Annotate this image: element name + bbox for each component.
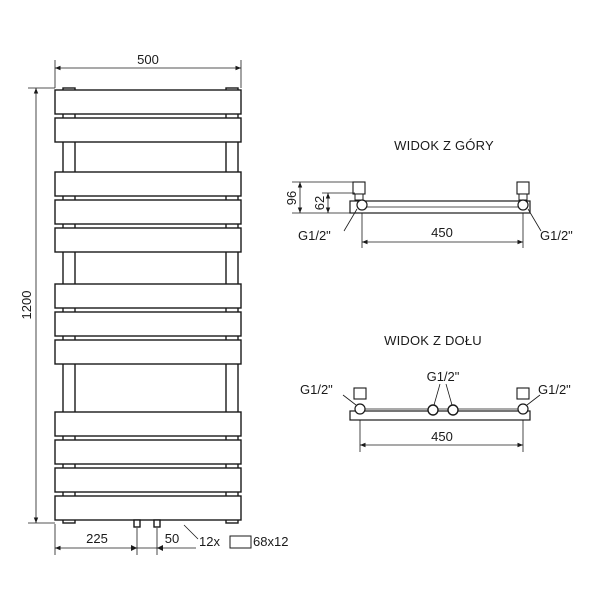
bottom-connector-right: [153, 519, 161, 528]
flat-bar: [54, 199, 242, 225]
flat-bar: [54, 171, 242, 197]
bottom-dimensions: 225 50: [54, 524, 196, 555]
front-view: 500 1200 225 50 12x 68x12: [19, 52, 288, 555]
bottom-connector-right-label: G1/2": [538, 382, 571, 397]
top-view-title: WIDOK Z GÓRY: [394, 138, 494, 153]
depth-dimensions: 96 62: [284, 181, 365, 214]
top-view: WIDOK Z GÓRY 96 62: [284, 138, 573, 248]
spacing-label: 50: [165, 531, 179, 546]
bar-size-label: 68x12: [253, 534, 288, 549]
flat-bar: [54, 89, 242, 115]
bottom-right-fitting: [516, 387, 530, 415]
bar-spec: 12x 68x12: [183, 524, 288, 549]
bottom-connector-center-label: G1/2": [427, 369, 460, 384]
height-label: 1200: [19, 291, 34, 320]
bottom-spacing-label: 450: [431, 429, 453, 444]
top-spacing-label: 450: [431, 225, 453, 240]
flat-bar: [54, 311, 242, 337]
flat-bars: [54, 89, 242, 521]
top-connector-left-label: G1/2": [298, 228, 331, 243]
flat-bar: [54, 339, 242, 365]
bottom-view-body: [349, 410, 531, 421]
height-dimension: 1200: [19, 87, 55, 524]
flat-bar: [54, 283, 242, 309]
bottom-connector-left: [133, 519, 141, 528]
bottom-view: WIDOK Z DOŁU 450 G1/2" G1/2": [300, 333, 571, 452]
flat-bar: [54, 411, 242, 437]
top-right-fitting: [516, 181, 530, 211]
top-connector-right-label: G1/2": [540, 228, 573, 243]
flat-bar: [54, 467, 242, 493]
width-dimension: 500: [54, 52, 242, 88]
bar-section-icon: [229, 535, 252, 549]
flat-bar: [54, 227, 242, 253]
top-spacing-dimension: 450: [361, 213, 524, 248]
bottom-connector-left-label: G1/2": [300, 382, 333, 397]
offset-label: 225: [86, 531, 108, 546]
bottom-spacing-dimension: 450: [359, 420, 524, 452]
bottom-view-title: WIDOK Z DOŁU: [384, 333, 482, 348]
depth-total-label: 96: [284, 191, 299, 205]
depth-axis-label: 62: [312, 196, 327, 210]
flat-bar: [54, 439, 242, 465]
bar-count-label: 12x: [199, 534, 220, 549]
width-label: 500: [137, 52, 159, 67]
bottom-center-connections: [427, 404, 459, 416]
flat-bar: [54, 495, 242, 521]
bottom-left-fitting: [353, 387, 367, 415]
flat-bar: [54, 117, 242, 143]
